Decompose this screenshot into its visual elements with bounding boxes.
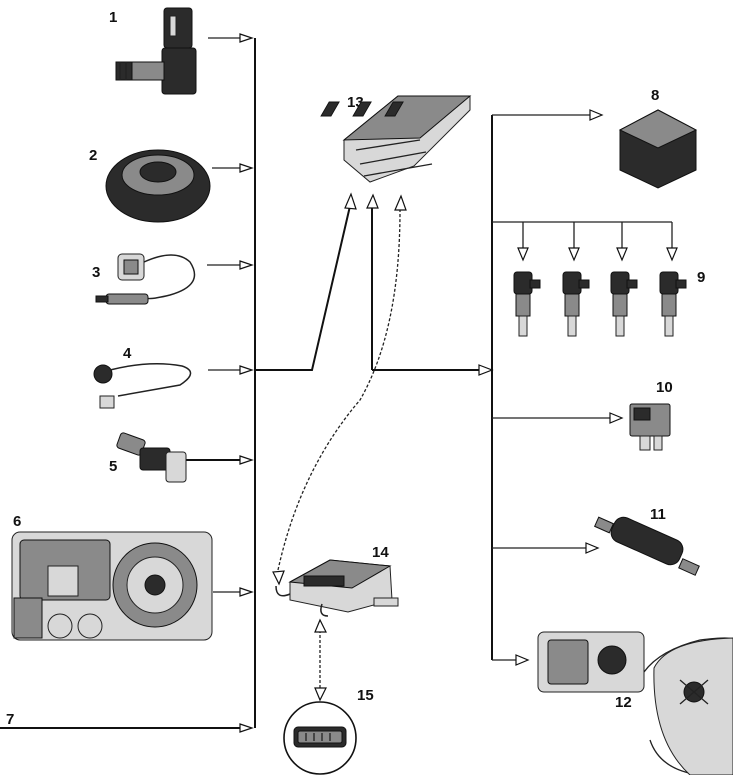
component-8 — [618, 109, 698, 189]
label-12: 12 — [615, 694, 632, 711]
component-11 — [593, 516, 700, 576]
arrow-to-11 — [585, 542, 600, 554]
arrow-1 — [239, 33, 254, 43]
label-2: 2 — [89, 147, 97, 164]
injector-3 — [610, 271, 638, 337]
component-4 — [93, 363, 192, 409]
component-14 — [275, 559, 399, 617]
arrow-6 — [239, 587, 254, 597]
component-10 — [629, 403, 671, 451]
output-bus — [491, 109, 678, 666]
label-5: 5 — [109, 458, 117, 475]
label-7: 7 — [6, 711, 14, 728]
arrow-diag-to-13 — [394, 194, 407, 211]
arrow-to-10 — [609, 412, 624, 424]
component-2 — [105, 149, 211, 223]
arrow-5 — [239, 455, 254, 465]
component-12 — [537, 631, 733, 775]
label-10: 10 — [656, 379, 673, 396]
arrow-to-12 — [515, 654, 530, 666]
component-15 — [283, 701, 357, 775]
label-8: 8 — [651, 87, 659, 104]
label-14: 14 — [372, 544, 389, 561]
arrow-14-15-down — [314, 687, 327, 702]
arrow-to-9b — [568, 247, 580, 262]
arrow-out-main — [478, 364, 494, 376]
component-3 — [95, 253, 196, 305]
arrow-diag-to-14 — [272, 570, 285, 586]
injector-1 — [513, 271, 541, 337]
component-9 — [513, 271, 687, 337]
arrow-7 — [239, 723, 254, 733]
arrow-to-13-a — [344, 192, 357, 210]
arrow-14-15-up — [314, 618, 327, 633]
injector-2 — [562, 271, 590, 337]
label-4: 4 — [123, 345, 132, 362]
injector-4 — [659, 271, 687, 337]
arrow-3 — [239, 260, 254, 270]
component-1 — [115, 7, 197, 95]
signal-paths — [255, 192, 494, 702]
arrow-to-13-b — [366, 193, 379, 209]
label-6: 6 — [13, 513, 21, 530]
arrow-to-8 — [589, 109, 604, 121]
arrow-to-9c — [616, 247, 628, 262]
arrow-to-9a — [517, 247, 529, 262]
label-11: 11 — [650, 506, 666, 523]
label-3: 3 — [92, 264, 100, 281]
label-9: 9 — [697, 269, 705, 286]
label-15: 15 — [357, 687, 374, 704]
arrow-to-9d — [666, 247, 678, 262]
arrow-4 — [239, 365, 254, 375]
component-5 — [116, 432, 187, 483]
component-13 — [320, 95, 472, 183]
label-1: 1 — [109, 9, 117, 26]
input-bus — [0, 33, 256, 733]
arrow-2 — [239, 163, 254, 173]
component-6 — [11, 531, 213, 641]
